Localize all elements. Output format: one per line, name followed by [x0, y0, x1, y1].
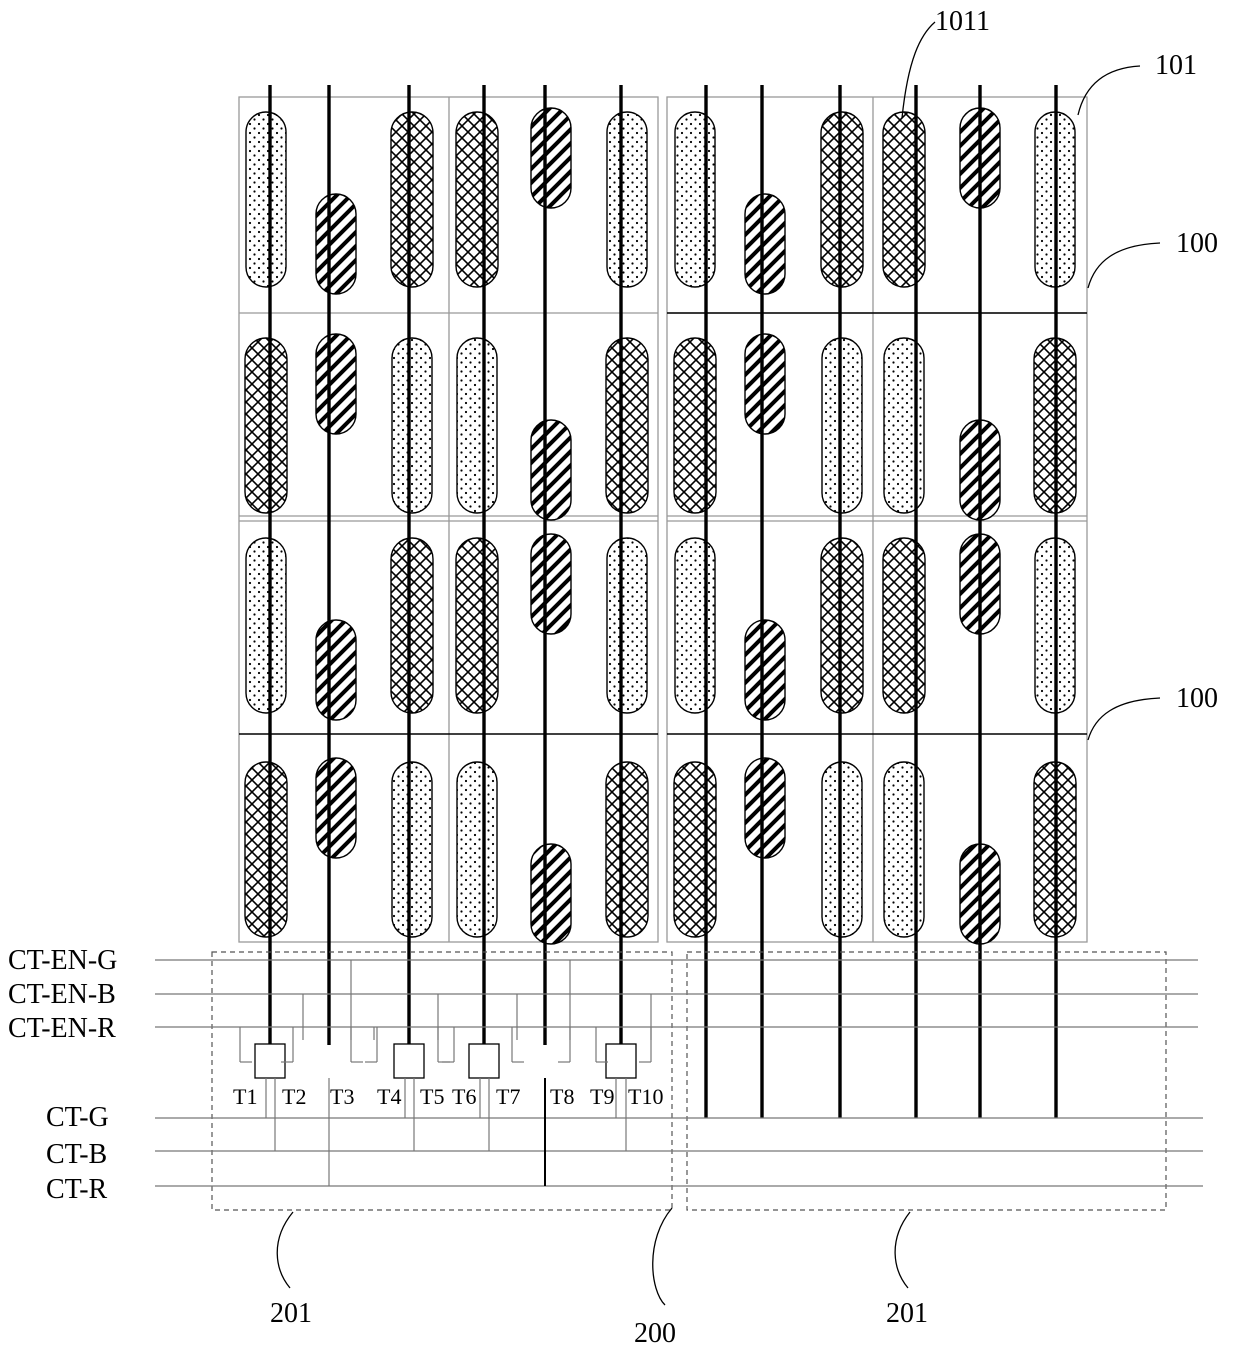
subpixel-striped — [316, 758, 356, 858]
label-t3: T3 — [330, 1084, 354, 1109]
label-t8: T8 — [550, 1084, 574, 1109]
leader-201-left — [277, 1212, 293, 1288]
subpixel-dotted — [392, 338, 432, 513]
subpixel-striped — [745, 620, 785, 720]
label-ct-en-b: CT-EN-B — [8, 979, 116, 1010]
label-t9: T9 — [590, 1084, 614, 1109]
subpixel-crosshatch — [883, 538, 925, 713]
label-subpixel: 1011 — [935, 6, 990, 37]
subpixel-layer — [245, 108, 1076, 944]
subpixel-striped — [316, 194, 356, 294]
label-ct-b: CT-B — [46, 1139, 107, 1170]
subpixel-dotted — [675, 112, 715, 287]
transistor-body — [469, 1044, 499, 1078]
label-ct-en-r: CT-EN-R — [8, 1013, 116, 1044]
leader-1011 — [902, 22, 935, 118]
label-test-circuit: 200 — [634, 1318, 676, 1349]
subpixel-striped — [531, 108, 571, 208]
transistor-body — [606, 1044, 636, 1078]
label-t5: T5 — [420, 1084, 444, 1109]
label-t2: T2 — [282, 1084, 306, 1109]
transistor-body — [394, 1044, 424, 1078]
subpixel-crosshatch — [245, 762, 287, 937]
label-switch-group-right: 201 — [886, 1298, 928, 1329]
subpixel-dotted — [675, 538, 715, 713]
subpixel-dotted — [246, 112, 286, 287]
subpixel-crosshatch — [674, 338, 716, 513]
subpixel-crosshatch — [456, 112, 498, 287]
label-repeat-unit-top: 100 — [1176, 228, 1218, 259]
subpixel-striped — [745, 334, 785, 434]
subpixel-striped — [531, 534, 571, 634]
subpixel-striped — [745, 194, 785, 294]
leader-201-right — [895, 1212, 910, 1288]
subpixel-dotted — [822, 762, 862, 937]
subpixel-crosshatch — [674, 762, 716, 937]
pixel-block-2 — [667, 97, 1087, 942]
leader-200 — [653, 1208, 672, 1305]
pixel-grid — [239, 97, 1087, 942]
label-ct-en-g: CT-EN-G — [8, 945, 117, 976]
label-t1: T1 — [233, 1084, 257, 1109]
switch-group-box-right — [687, 952, 1166, 1210]
subpixel-dotted — [822, 338, 862, 513]
subpixel-dotted — [457, 762, 497, 937]
test-circuit-layer — [155, 952, 1203, 1210]
subpixel-striped — [531, 844, 571, 944]
subpixel-striped — [316, 334, 356, 434]
subpixel-dotted — [392, 762, 432, 937]
subpixel-crosshatch — [821, 112, 863, 287]
subpixel-dotted — [607, 538, 647, 713]
leader-100-top — [1088, 243, 1160, 288]
label-repeat-unit-mid: 100 — [1176, 683, 1218, 714]
subpixel-striped — [531, 420, 571, 520]
label-t4: T4 — [377, 1084, 401, 1109]
signal-line-labels: CT-EN-G CT-EN-B CT-EN-R CT-G CT-B CT-R — [8, 945, 117, 1205]
label-pixel-unit: 101 — [1155, 50, 1197, 81]
subpixel-crosshatch — [391, 538, 433, 713]
label-ct-g: CT-G — [46, 1102, 109, 1133]
transistor-labels: T1 T2 T3 T4 T5 T6 T7 T8 T9 T10 — [233, 1084, 663, 1109]
label-t7: T7 — [496, 1084, 520, 1109]
subpixel-dotted — [457, 338, 497, 513]
subpixel-dotted — [607, 112, 647, 287]
subpixel-striped — [316, 620, 356, 720]
subpixel-dotted — [246, 538, 286, 713]
leader-100-mid — [1088, 698, 1160, 740]
subpixel-dotted — [884, 338, 924, 513]
subpixel-dotted — [884, 762, 924, 937]
label-t10: T10 — [628, 1084, 663, 1109]
subpixel-crosshatch — [391, 112, 433, 287]
label-switch-group-left: 201 — [270, 1298, 312, 1329]
subpixel-crosshatch — [821, 538, 863, 713]
subpixel-crosshatch — [606, 338, 648, 513]
subpixel-crosshatch — [883, 112, 925, 287]
data-line-layer — [270, 85, 1056, 1118]
label-ct-r: CT-R — [46, 1174, 108, 1205]
transistor-body — [255, 1044, 285, 1078]
subpixel-crosshatch — [456, 538, 498, 713]
switch-group-box-left — [212, 952, 672, 1210]
subpixel-striped — [745, 758, 785, 858]
subpixel-crosshatch — [606, 762, 648, 937]
label-t6: T6 — [452, 1084, 476, 1109]
subpixel-crosshatch — [245, 338, 287, 513]
